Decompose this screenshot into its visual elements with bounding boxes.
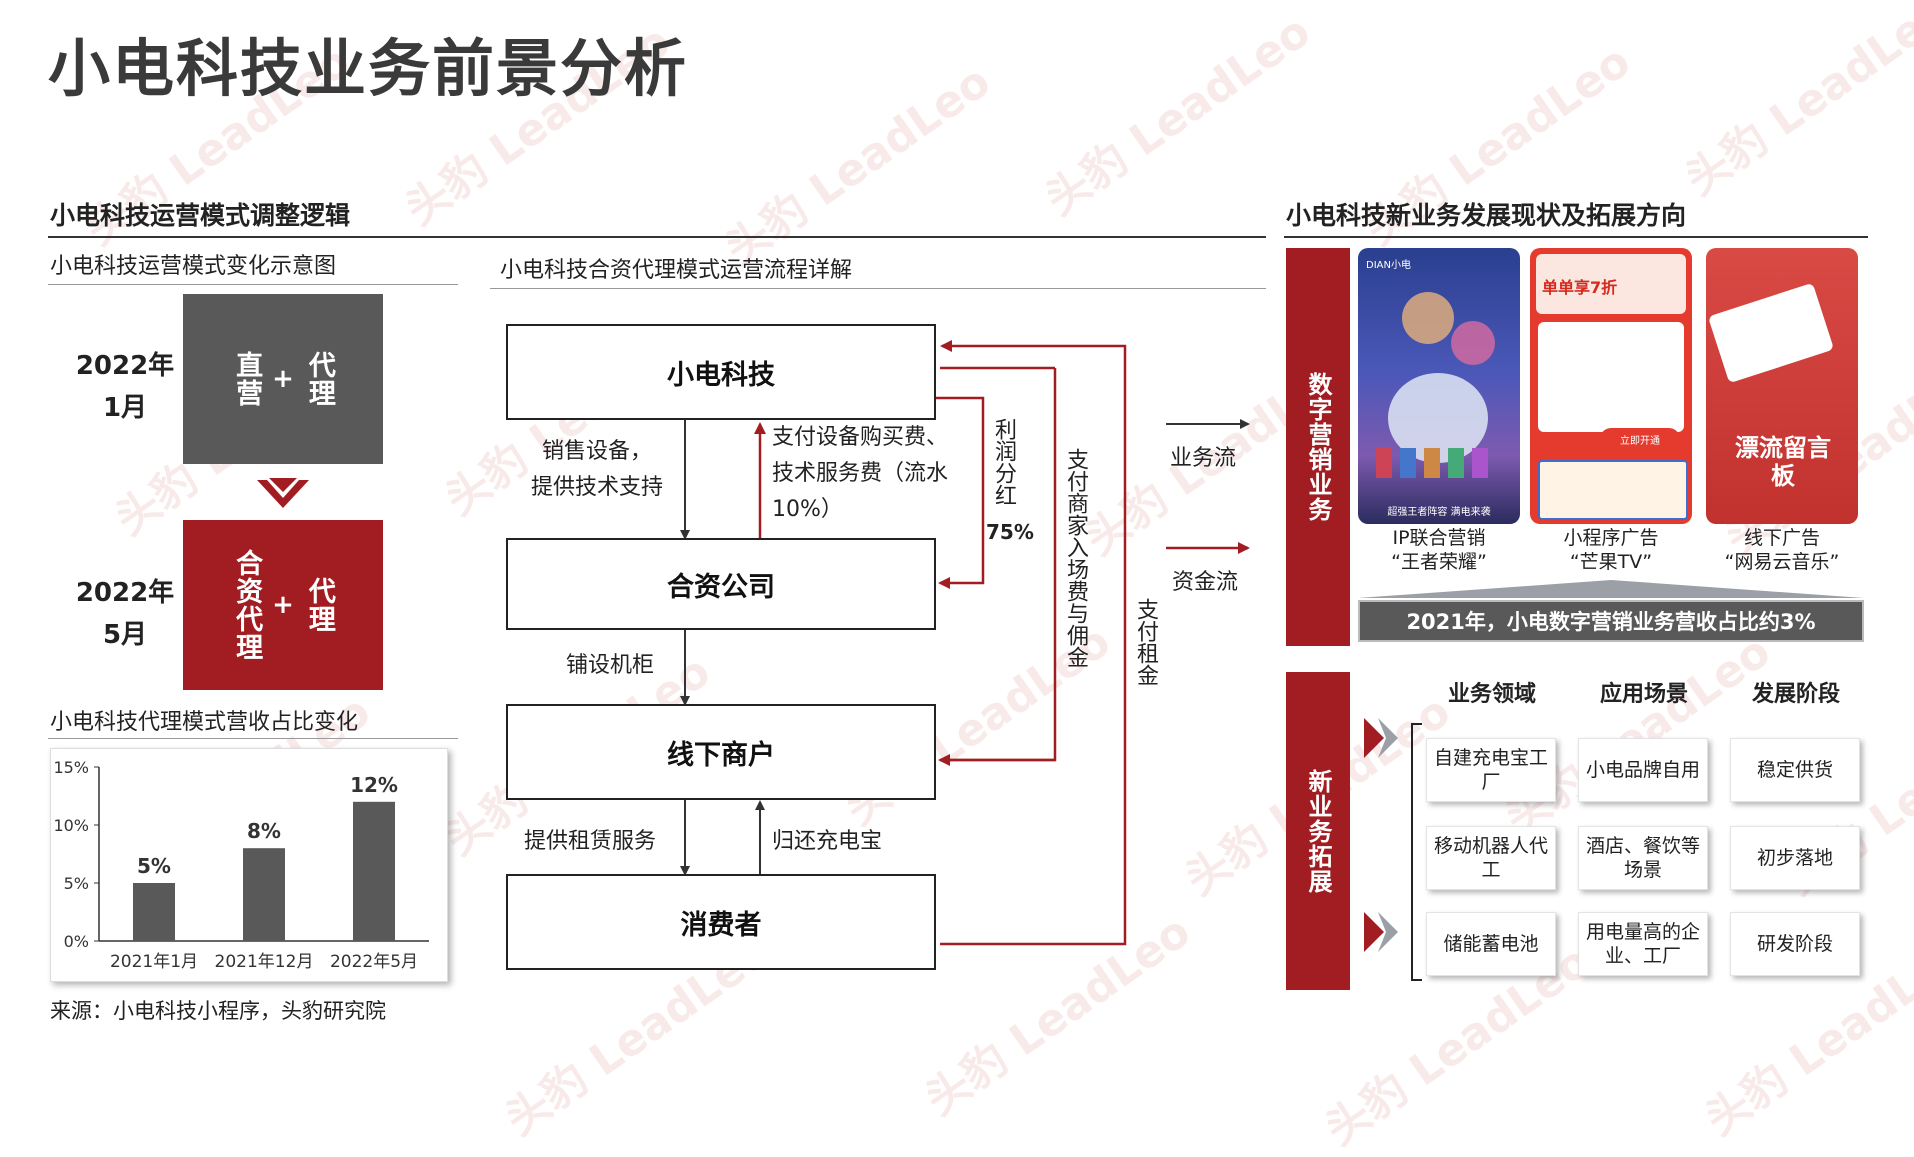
source-note: 来源：小电科技小程序，头豹研究院 — [50, 999, 386, 1023]
chevron-right-icon — [1364, 912, 1398, 952]
caption-offline: 线下广告 “网易云音乐” — [1724, 527, 1840, 573]
x-tick-label: 2021年1月 — [110, 952, 198, 972]
cell-scene-1: 小电品牌自用 — [1578, 738, 1708, 802]
left-section-rule — [48, 236, 1266, 238]
mini-program-thumbnail: 单单享7折 立即开通 — [1530, 248, 1692, 524]
newbiz-side-label: 新业务拓展 — [1286, 672, 1350, 990]
node-merchant: 线下商户 — [506, 704, 936, 800]
flow-title-rule — [490, 288, 1266, 289]
left-section-title: 小电科技运营模式调整逻辑 — [50, 201, 351, 230]
col-header-scene: 应用场景 — [1599, 682, 1688, 707]
revenue-chart-panel: 15% 10% 5% 0% 5% 2021年1月 8% 2021年12月 12% 2022年5月 — [50, 748, 448, 982]
bar — [243, 848, 285, 941]
arrow-rent — [940, 340, 1127, 946]
banner-pointer — [1358, 580, 1864, 598]
revenue-chart-rule — [48, 738, 458, 739]
right-section-rule — [1284, 236, 1868, 238]
page-title: 小电科技业务前景分析 — [48, 32, 689, 105]
col-header-domain: 业务领域 — [1447, 682, 1536, 707]
label-lease: 提供租赁服务 — [524, 829, 657, 854]
label-sell: 销售设备， 提供技术支持 — [530, 439, 663, 500]
caption-ip: IP联合营销 “王者荣耀” — [1391, 527, 1487, 573]
y-tick-label: 5% — [64, 874, 89, 893]
down-chevron-icon — [257, 478, 309, 508]
bar-value-label: 5% — [137, 854, 171, 878]
stage2-mode-box: 合资代理 + 代理 — [183, 520, 383, 690]
label-rent: 支付租金 — [1133, 598, 1158, 686]
bar — [353, 801, 395, 941]
label-pay-fee: 支付设备购买费、 技术服务费（流水 10%） — [772, 425, 949, 522]
x-tick-label: 2021年12月 — [215, 952, 314, 972]
cell-stage-3: 研发阶段 — [1730, 912, 1860, 976]
node-consumer: 消费者 — [506, 874, 936, 970]
flow-arrows — [680, 340, 1250, 946]
change-diagram-title: 小电科技运营模式变化示意图 — [50, 254, 337, 279]
flow-title: 小电科技合资代理模式运营流程详解 — [500, 258, 853, 283]
cell-scene-3: 用电量高的企业、工厂 — [1578, 912, 1708, 976]
col-header-stage: 发展阶段 — [1751, 682, 1840, 707]
y-tick-label: 10% — [53, 816, 89, 835]
digital-side-label: 数字营销业务 — [1286, 248, 1350, 646]
caption-mini-program: 小程序广告 “芒果TV” — [1563, 527, 1659, 573]
label-profit-pct: 75% — [986, 520, 1034, 544]
offline-ad-thumbnail: 漂流留言板 — [1706, 248, 1858, 524]
y-tick-label: 15% — [53, 758, 89, 777]
right-section-title: 小电科技新业务发展现状及拓展方向 — [1286, 201, 1687, 230]
cell-domain-1: 自建充电宝工厂 — [1426, 738, 1556, 802]
revenue-chart-title: 小电科技代理模式营收占比变化 — [50, 710, 359, 735]
node-company: 小电科技 — [506, 324, 936, 420]
cell-domain-3: 储能蓄电池 — [1426, 912, 1556, 976]
ip-marketing-thumbnail: DIAN小电 超强王者阵容 满电来袭 — [1358, 248, 1520, 524]
label-entry-fee: 支付商家入场费与佣金 — [1063, 448, 1088, 668]
ip-poster-art — [1376, 292, 1495, 478]
cell-stage-2: 初步落地 — [1730, 826, 1860, 890]
node-jv: 合资公司 — [506, 538, 936, 630]
stage2-date: 2022年 5月 — [75, 578, 175, 650]
stage1-mode-box: 直营 + 代理 — [183, 294, 383, 464]
cell-scene-2: 酒店、餐饮等场景 — [1578, 826, 1708, 890]
digital-revenue-banner: 2021年，小电数字营销业务营收占比约3% — [1358, 600, 1864, 642]
bar-value-label: 12% — [350, 773, 398, 797]
label-profit: 利润分红 — [991, 418, 1016, 506]
bar-value-label: 8% — [247, 819, 281, 843]
cell-domain-2: 移动机器人代工 — [1426, 826, 1556, 890]
legend-fund: 资金流 — [1172, 570, 1239, 595]
arrow-profit — [935, 396, 985, 589]
y-tick-label: 0% — [64, 932, 89, 951]
chevron-right-icon — [1364, 718, 1398, 758]
bar — [133, 883, 175, 941]
revenue-bar-chart: 15% 10% 5% 0% 5% 2021年1月 8% 2021年12月 12% 2022年5月 — [53, 758, 429, 972]
label-lay: 铺设机柜 — [566, 653, 655, 678]
stage1-date: 2022年 1月 — [75, 351, 175, 423]
newbiz-bracket — [1411, 723, 1422, 981]
change-diagram-rule — [48, 284, 458, 285]
cell-stage-1: 稳定供货 — [1730, 738, 1860, 802]
label-return: 归还充电宝 — [772, 829, 883, 854]
x-tick-label: 2022年5月 — [330, 952, 418, 972]
legend-business: 业务流 — [1170, 446, 1237, 471]
